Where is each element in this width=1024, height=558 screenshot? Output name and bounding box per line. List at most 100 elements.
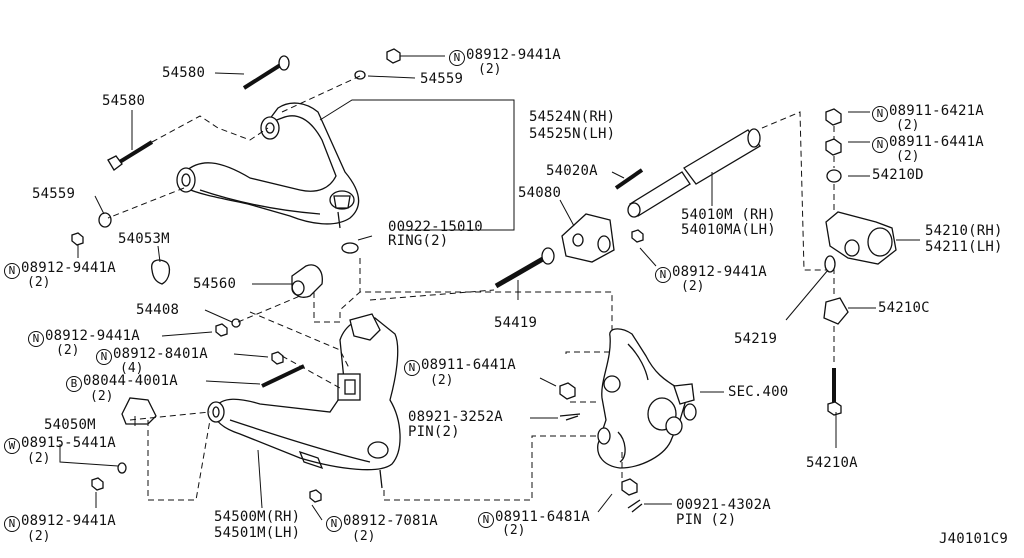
bump-stopper-icon [151,259,171,285]
section-reference-link[interactable]: SEC.400 [728,384,789,400]
n-circle-icon: N [404,360,420,376]
nut-icon [91,477,104,491]
part-qty: (2) [896,118,920,133]
part-qty: (2) [27,275,51,290]
part-label-54559-left: 54559 [32,186,76,202]
part-qty: (2) [896,149,920,164]
nut-icon [271,351,284,365]
upper-control-arm [176,102,360,229]
part-label-54210D: 54210D [872,167,924,183]
stabilizer-bushing-bracket [825,211,897,265]
part-label-54053M: 54053M [118,231,170,247]
anchor-bolt [494,253,550,289]
part-qty: (2) [352,529,376,544]
n-circle-icon: N [872,106,888,122]
cotter-pin-icon [559,413,581,421]
part-label-00922-15010: 00922-15010 [388,219,483,235]
nut-icon [825,138,842,156]
bolt-icon [614,168,644,190]
part-number: 08912-9441A [466,47,561,63]
nut-icon [386,48,401,64]
nut-icon [825,108,842,126]
n-circle-icon: N [96,349,112,365]
upper-arm-bolt-left [107,140,154,171]
n-circle-icon: N [449,50,465,66]
part-qty: (4) [120,361,144,376]
nut-icon [559,382,576,400]
n-circle-icon: N [4,263,20,279]
part-number: 08912-9441A [672,264,767,280]
part-label-08921-3252A: 08921-3252A [408,409,503,425]
leader-lines [59,55,920,521]
part-label-54419: 54419 [494,315,538,331]
part-number: 08911-6441A [889,134,984,150]
nut-icon [71,232,84,246]
bolt-icon [261,364,305,388]
n-circle-icon: N [478,512,494,528]
part-label-54211LH: 54211(LH) [925,239,1003,255]
ring-icon [824,255,836,273]
washer-icon [117,462,127,474]
part-label-54080: 54080 [518,185,562,201]
part-qty: (2) [502,523,526,538]
part-label-54210A: 54210A [806,455,858,471]
part-number: 08044-4001A [83,373,178,389]
b-circle-icon: B [66,376,82,392]
torsion-bar-anchor [561,213,615,263]
part-label-54501M: 54501M(LH) [214,525,301,541]
part-number: 08912-9441A [21,513,116,529]
n-circle-icon: N [28,331,44,347]
part-number: 08915-5441A [21,435,116,451]
part-qty: (2) [681,279,705,294]
n-circle-icon: N [872,137,888,153]
washer-icon [98,212,112,228]
part-label-54559-top: 54559 [420,71,464,87]
lower-control-arm [207,313,401,489]
part-label-ring: RING(2) [388,233,449,249]
nut-icon [827,401,842,416]
nut-icon [215,323,228,337]
washer-icon [231,318,241,328]
part-label-54580-top: 54580 [162,65,206,81]
cotter-pin-icon [627,499,643,513]
assembly-dashed-lines [107,75,835,501]
part-number: 08912-9441A [21,260,116,276]
part-number: 08912-9441A [45,328,140,344]
part-qty: (2) [430,373,454,388]
rebound-bumper [291,264,323,298]
part-label-54524N: 54524N(RH) [529,109,616,125]
part-qty: (2) [478,62,502,77]
part-label-54560: 54560 [193,276,237,292]
part-number: 08911-6421A [889,103,984,119]
w-circle-icon: W [4,438,20,454]
nut-icon [309,489,322,503]
part-number: 08911-6441A [421,357,516,373]
part-qty: (2) [27,451,51,466]
n-circle-icon: N [326,516,342,532]
steering-knuckle [597,328,697,469]
bushing-icon [823,297,849,325]
part-label-54219: 54219 [734,331,778,347]
bushing-icon [826,169,842,183]
part-label-54500M: 54500M(RH) [214,509,301,525]
part-label-54010MA: 54010MA(LH) [681,222,776,238]
ring-icon [341,242,359,254]
part-number: 08912-8401A [113,346,208,362]
diagram-code: J40101C9 [939,531,1009,547]
part-label-54050M: 54050M [44,417,96,433]
n-circle-icon: N [4,516,20,532]
part-label-54580-left: 54580 [102,93,146,109]
part-label-54210RH: 54210(RH) [925,223,1003,239]
